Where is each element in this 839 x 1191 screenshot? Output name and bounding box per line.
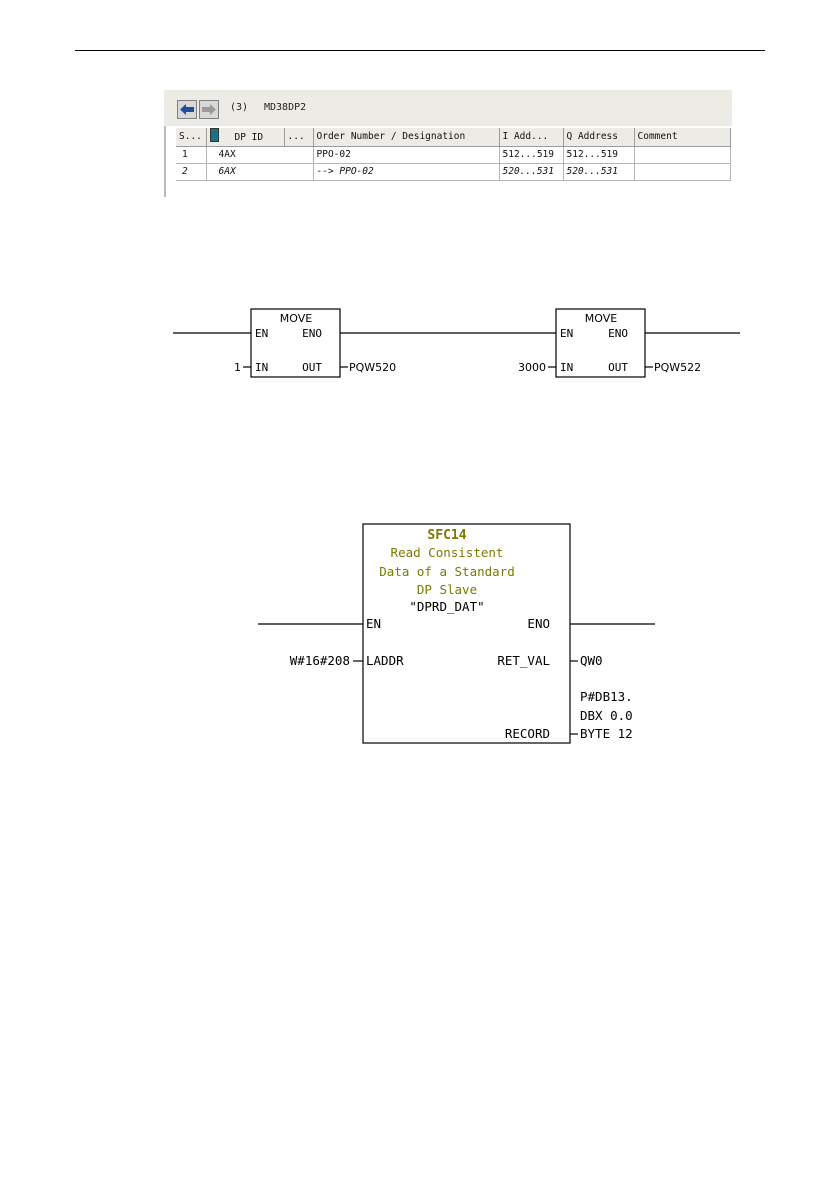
move-block-1[interactable]: MOVE EN ENO IN OUT 1 PQW520 [234, 308, 396, 378]
cell-q-address: 520...531 [563, 163, 635, 181]
cell-designation: PPO-02 [313, 146, 500, 164]
cell-comment [634, 146, 731, 164]
col-header-comment[interactable]: Comment [634, 128, 731, 147]
cell-slot: 2 [176, 163, 207, 181]
sfc14-description-line-1: Read Consistent [391, 545, 504, 560]
sfc14-en-pin: EN [366, 616, 381, 631]
col-header-i-address[interactable]: I Add... [499, 128, 564, 147]
page-top-rule [75, 50, 765, 51]
hw-toolbar: (3) MD38DP2 [164, 90, 732, 126]
sfc14-record-pin: RECORD [505, 726, 550, 741]
sfc14-eno-pin: ENO [527, 616, 550, 631]
sfc14-description-line-3: DP Slave [417, 582, 477, 597]
move-block-title: MOVE [280, 312, 312, 325]
sfc14-ret-val-pin: RET_VAL [497, 653, 550, 668]
station-name: MD38DP2 [264, 102, 307, 113]
move-block-frame [555, 308, 646, 378]
table-row[interactable]: 1 4AX PPO-02 512...519 512...519 [176, 146, 731, 164]
move-eno-pin: ENO [302, 327, 322, 340]
module-table: S... DP ID ... Order Number / Designatio… [176, 128, 731, 181]
cell-dp-id: 4AX [206, 146, 314, 164]
move-in-value: 3000 [518, 361, 546, 374]
cell-dp-id: 6AX [206, 163, 314, 181]
sfc14-record-value-line-2: DBX 0.0 [580, 708, 633, 723]
move-block-frame [250, 308, 341, 378]
col-header-designation[interactable]: Order Number / Designation [313, 128, 500, 147]
slot-module-icon [209, 128, 219, 142]
hardware-config-panel: (3) MD38DP2 S... DP ID ... Order Number … [164, 90, 732, 197]
cell-designation: --> PPO-02 [313, 163, 500, 181]
back-button[interactable] [177, 100, 197, 119]
forward-button[interactable] [199, 100, 219, 119]
move-en-pin: EN [255, 327, 268, 340]
cell-q-address: 512...519 [563, 146, 635, 164]
sfc14-block[interactable]: SFC14 Read Consistent Data of a Standard… [290, 523, 633, 744]
cell-slot: 1 [176, 146, 207, 164]
sfc14-laddr-value: W#16#208 [290, 653, 350, 668]
sfc14-laddr-pin: LADDR [366, 653, 404, 668]
move-block-2[interactable]: MOVE EN ENO IN OUT 3000 PQW522 [518, 308, 701, 378]
sfc14-title: SFC14 [427, 528, 466, 543]
move-out-pin: OUT [608, 361, 628, 374]
cell-i-address: 520...531 [499, 163, 564, 181]
move-out-pin: OUT [302, 361, 322, 374]
sfc14-record-value-line-1: P#DB13. [580, 689, 633, 704]
move-en-pin: EN [560, 327, 573, 340]
back-arrow-icon [180, 104, 194, 115]
col-header-q-address[interactable]: Q Address [563, 128, 635, 147]
table-header-row: S... DP ID ... Order Number / Designatio… [176, 128, 731, 147]
cell-comment [634, 163, 731, 181]
sfc14-ret-val-value: QW0 [580, 653, 603, 668]
col-header-dp-id[interactable]: DP ID [206, 128, 285, 147]
move-in-pin: IN [255, 361, 268, 374]
sfc14-record-value-line-3: BYTE 12 [580, 726, 633, 741]
sfc14-frame [362, 523, 571, 744]
forward-arrow-icon [202, 104, 216, 115]
move-out-value: PQW520 [349, 361, 396, 374]
col-header-dp-id-more[interactable]: ... [284, 128, 314, 147]
sfc14-symbol: "DPRD_DAT" [409, 599, 484, 614]
move-in-value: 1 [234, 361, 241, 374]
cell-i-address: 512...519 [499, 146, 564, 164]
move-block-title: MOVE [585, 312, 617, 325]
table-left-edge [164, 126, 166, 197]
move-in-pin: IN [560, 361, 573, 374]
move-out-value: PQW522 [654, 361, 701, 374]
station-number: (3) [230, 102, 249, 113]
move-eno-pin: ENO [608, 327, 628, 340]
col-header-slot[interactable]: S... [176, 128, 207, 147]
table-row[interactable]: 2 6AX --> PPO-02 520...531 520...531 [176, 163, 731, 181]
sfc14-description-line-2: Data of a Standard [379, 564, 514, 579]
